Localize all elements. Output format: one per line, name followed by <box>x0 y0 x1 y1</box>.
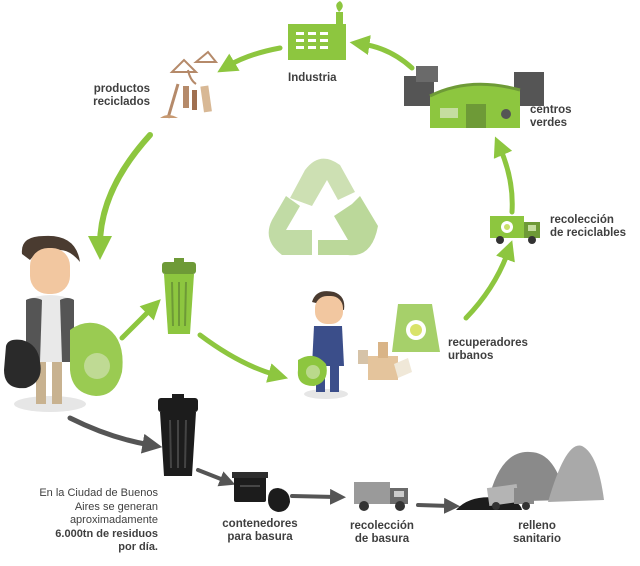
label-relleno-sanitario: relleno sanitario <box>498 520 576 546</box>
label-recoleccion-basura: recolección de basura <box>338 520 426 546</box>
label-productos-reciclados: productos reciclados <box>70 83 150 109</box>
label-recuperadores-urbanos: recuperadores urbanos <box>448 337 528 363</box>
arrow-green-bin-to-recuperadores <box>200 335 276 375</box>
arrow-black-bin-to-contenedores <box>198 470 226 481</box>
recycle-symbol-icon <box>269 159 378 256</box>
person-icon <box>4 236 123 412</box>
factory-icon <box>288 1 346 60</box>
label-industria: Industria <box>288 72 337 85</box>
arrow-productos-to-person <box>100 135 150 245</box>
landfill-icon <box>456 445 604 510</box>
arrow-recuperadores-to-truck <box>466 252 508 318</box>
garbage-truck-icon <box>354 482 408 511</box>
arrow-person-to-green-bin <box>122 308 152 338</box>
green-center-icon <box>404 66 544 128</box>
black-bin-icon <box>158 394 198 476</box>
recycler-worker-icon <box>298 291 440 399</box>
green-bin-icon <box>162 258 196 334</box>
label-recoleccion-reciclables: recolección de reciclables <box>550 214 626 240</box>
arrow-truck-to-relleno <box>418 505 450 506</box>
arrow-truck-to-centros <box>500 148 512 212</box>
recycle-truck-icon <box>490 216 540 244</box>
arrow-centros-to-industria <box>362 44 412 68</box>
arrow-contenedores-to-truck <box>292 496 336 497</box>
arrow-person-to-black-bin <box>70 418 150 445</box>
garbage-containers-icon <box>232 472 290 512</box>
waste-note: En la Ciudad de Buenos Aires se generan … <box>8 487 158 555</box>
recycled-products-icon <box>160 52 216 118</box>
label-centros-verdes: centros verdes <box>530 104 572 130</box>
label-contenedores: contenedores para basura <box>210 518 310 544</box>
arrow-industria-to-productos <box>228 48 280 66</box>
